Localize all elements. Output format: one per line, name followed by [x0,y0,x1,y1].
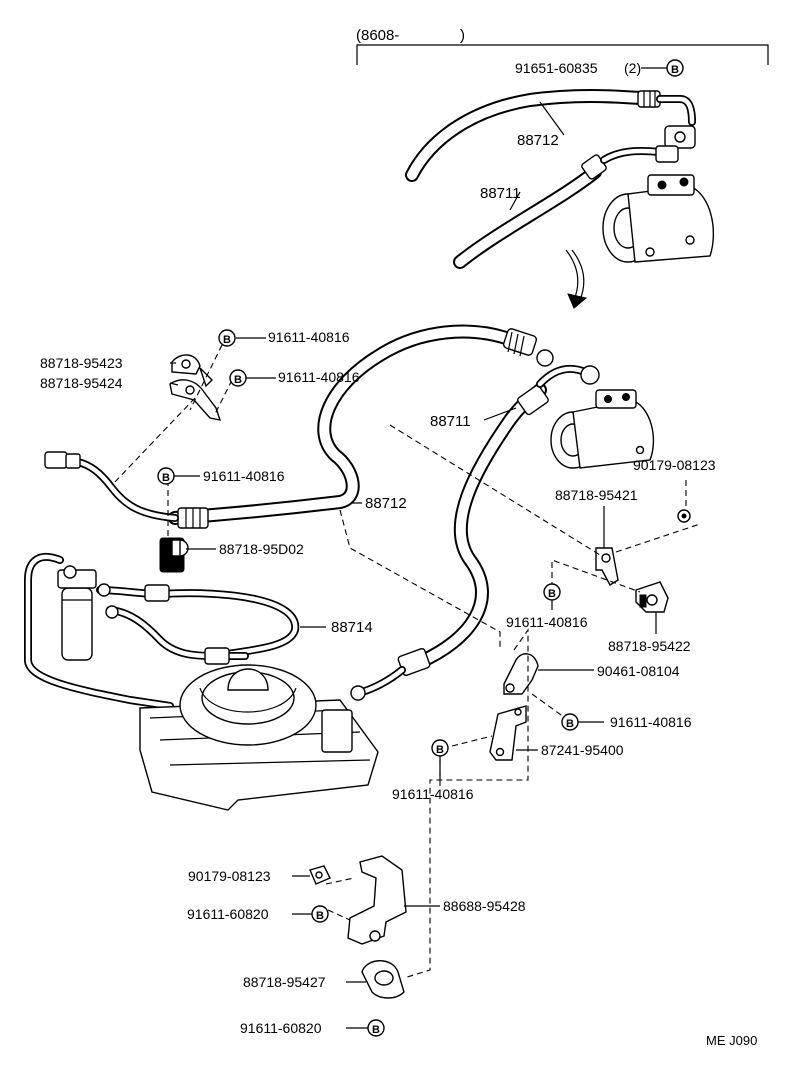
label-88714: 88714 [331,619,373,636]
label-91611-60820-b: 91611-60820 [240,1020,322,1036]
label-88711-top: 88711 [480,185,521,202]
label-91611-60820-a: 91611-60820 [187,906,269,922]
label-88718-95422: 88718-95422 [608,638,691,654]
left-hose-end [44,451,179,522]
clamp-90461-08104 [503,653,539,695]
svg-text:B: B [566,718,574,730]
clamp-88718-95423 [171,354,213,388]
compressor-top [602,174,715,263]
label-90461-08104: 90461-08104 [597,663,680,679]
label-88712-top: 88712 [517,132,559,149]
svg-text:B: B [162,472,170,484]
hose-88712-upper [405,89,696,182]
label-87241-95400: 87241-95400 [541,742,624,758]
svg-text:B: B [372,1024,380,1036]
hose-88711-upper [453,145,679,269]
hose-88712-main [168,324,554,529]
direction-arrow [565,249,588,309]
diagram-code: ME J090 [706,1033,757,1048]
bolt-marker-d: B [543,583,561,601]
label-91611-40816-c: 91611-40816 [203,468,285,484]
bracket-88688-95428 [347,855,407,945]
bolt-marker-h: B [367,1019,385,1037]
bolt-90179-08123-bottom [309,865,331,885]
label-90179-08123-bottom: 90179-08123 [188,868,271,884]
label-88718-95421: 88718-95421 [555,487,638,503]
svg-text:B: B [436,744,444,756]
label-91611-40816-a: 91611-40816 [268,329,350,345]
bolt-90179-08123-right [677,509,691,523]
label-88718-95D02: 88718-95D02 [219,541,304,557]
header-bracket: (8608- ) [356,27,769,65]
bolt-marker-top: B [666,59,684,77]
label-88712-main: 88712 [365,495,407,512]
header-prefix: (8608- [356,27,399,44]
reference-lines [111,344,701,979]
svg-text:B: B [234,374,242,386]
svg-text:B: B [548,588,556,600]
bracket-87241-95400 [489,705,527,761]
bolt-marker-g: B [311,905,329,923]
bolt-markers: B B B B B B B B B [157,59,684,1037]
label-88711-main: 88711 [430,413,471,430]
bolt-marker-b: B [229,369,247,387]
receiver-dryer [24,552,174,710]
svg-text:B: B [223,334,231,346]
part-labels: 91611-40816 88718-95423 88718-95424 9161… [40,329,757,1048]
bolt-marker-a: B [218,329,236,347]
clamp-88718-95427 [361,960,405,999]
clamp-88718-95D02 [159,537,189,573]
bolt-marker-f: B [431,739,449,757]
svg-text:B: B [316,910,324,922]
label-91611-40816-e: 91611-40816 [610,714,692,730]
svg-text:B: B [671,64,679,76]
label-88718-95424: 88718-95424 [40,375,123,391]
label-91611-40816-f: 91611-40816 [392,786,474,802]
label-88718-95423: 88718-95423 [40,355,123,371]
header-suffix: ) [460,27,465,44]
evaporator-unit [139,664,379,811]
top-inset: 91651-60835 (2) 88712 88711 [405,60,715,309]
label-91611-40816-b: 91611-40816 [278,369,360,385]
bolt-marker-c: B [157,467,175,485]
bracket-88718-95421 [595,547,619,586]
compressor-main [550,389,655,469]
label-91651-60835: 91651-60835 [515,60,598,76]
label-88688-95428: 88688-95428 [443,898,526,914]
label-90179-08123-right: 90179-08123 [633,457,716,473]
hose-88714 [96,583,300,665]
bracket-88718-95422 [635,581,669,613]
label-qty-2: (2) [624,60,641,76]
label-91611-40816-d: 91611-40816 [506,614,588,630]
leader-lines [169,337,657,1029]
label-88718-95427: 88718-95427 [243,974,326,990]
hose-88711-main [350,364,600,701]
bolt-marker-e: B [561,713,579,731]
